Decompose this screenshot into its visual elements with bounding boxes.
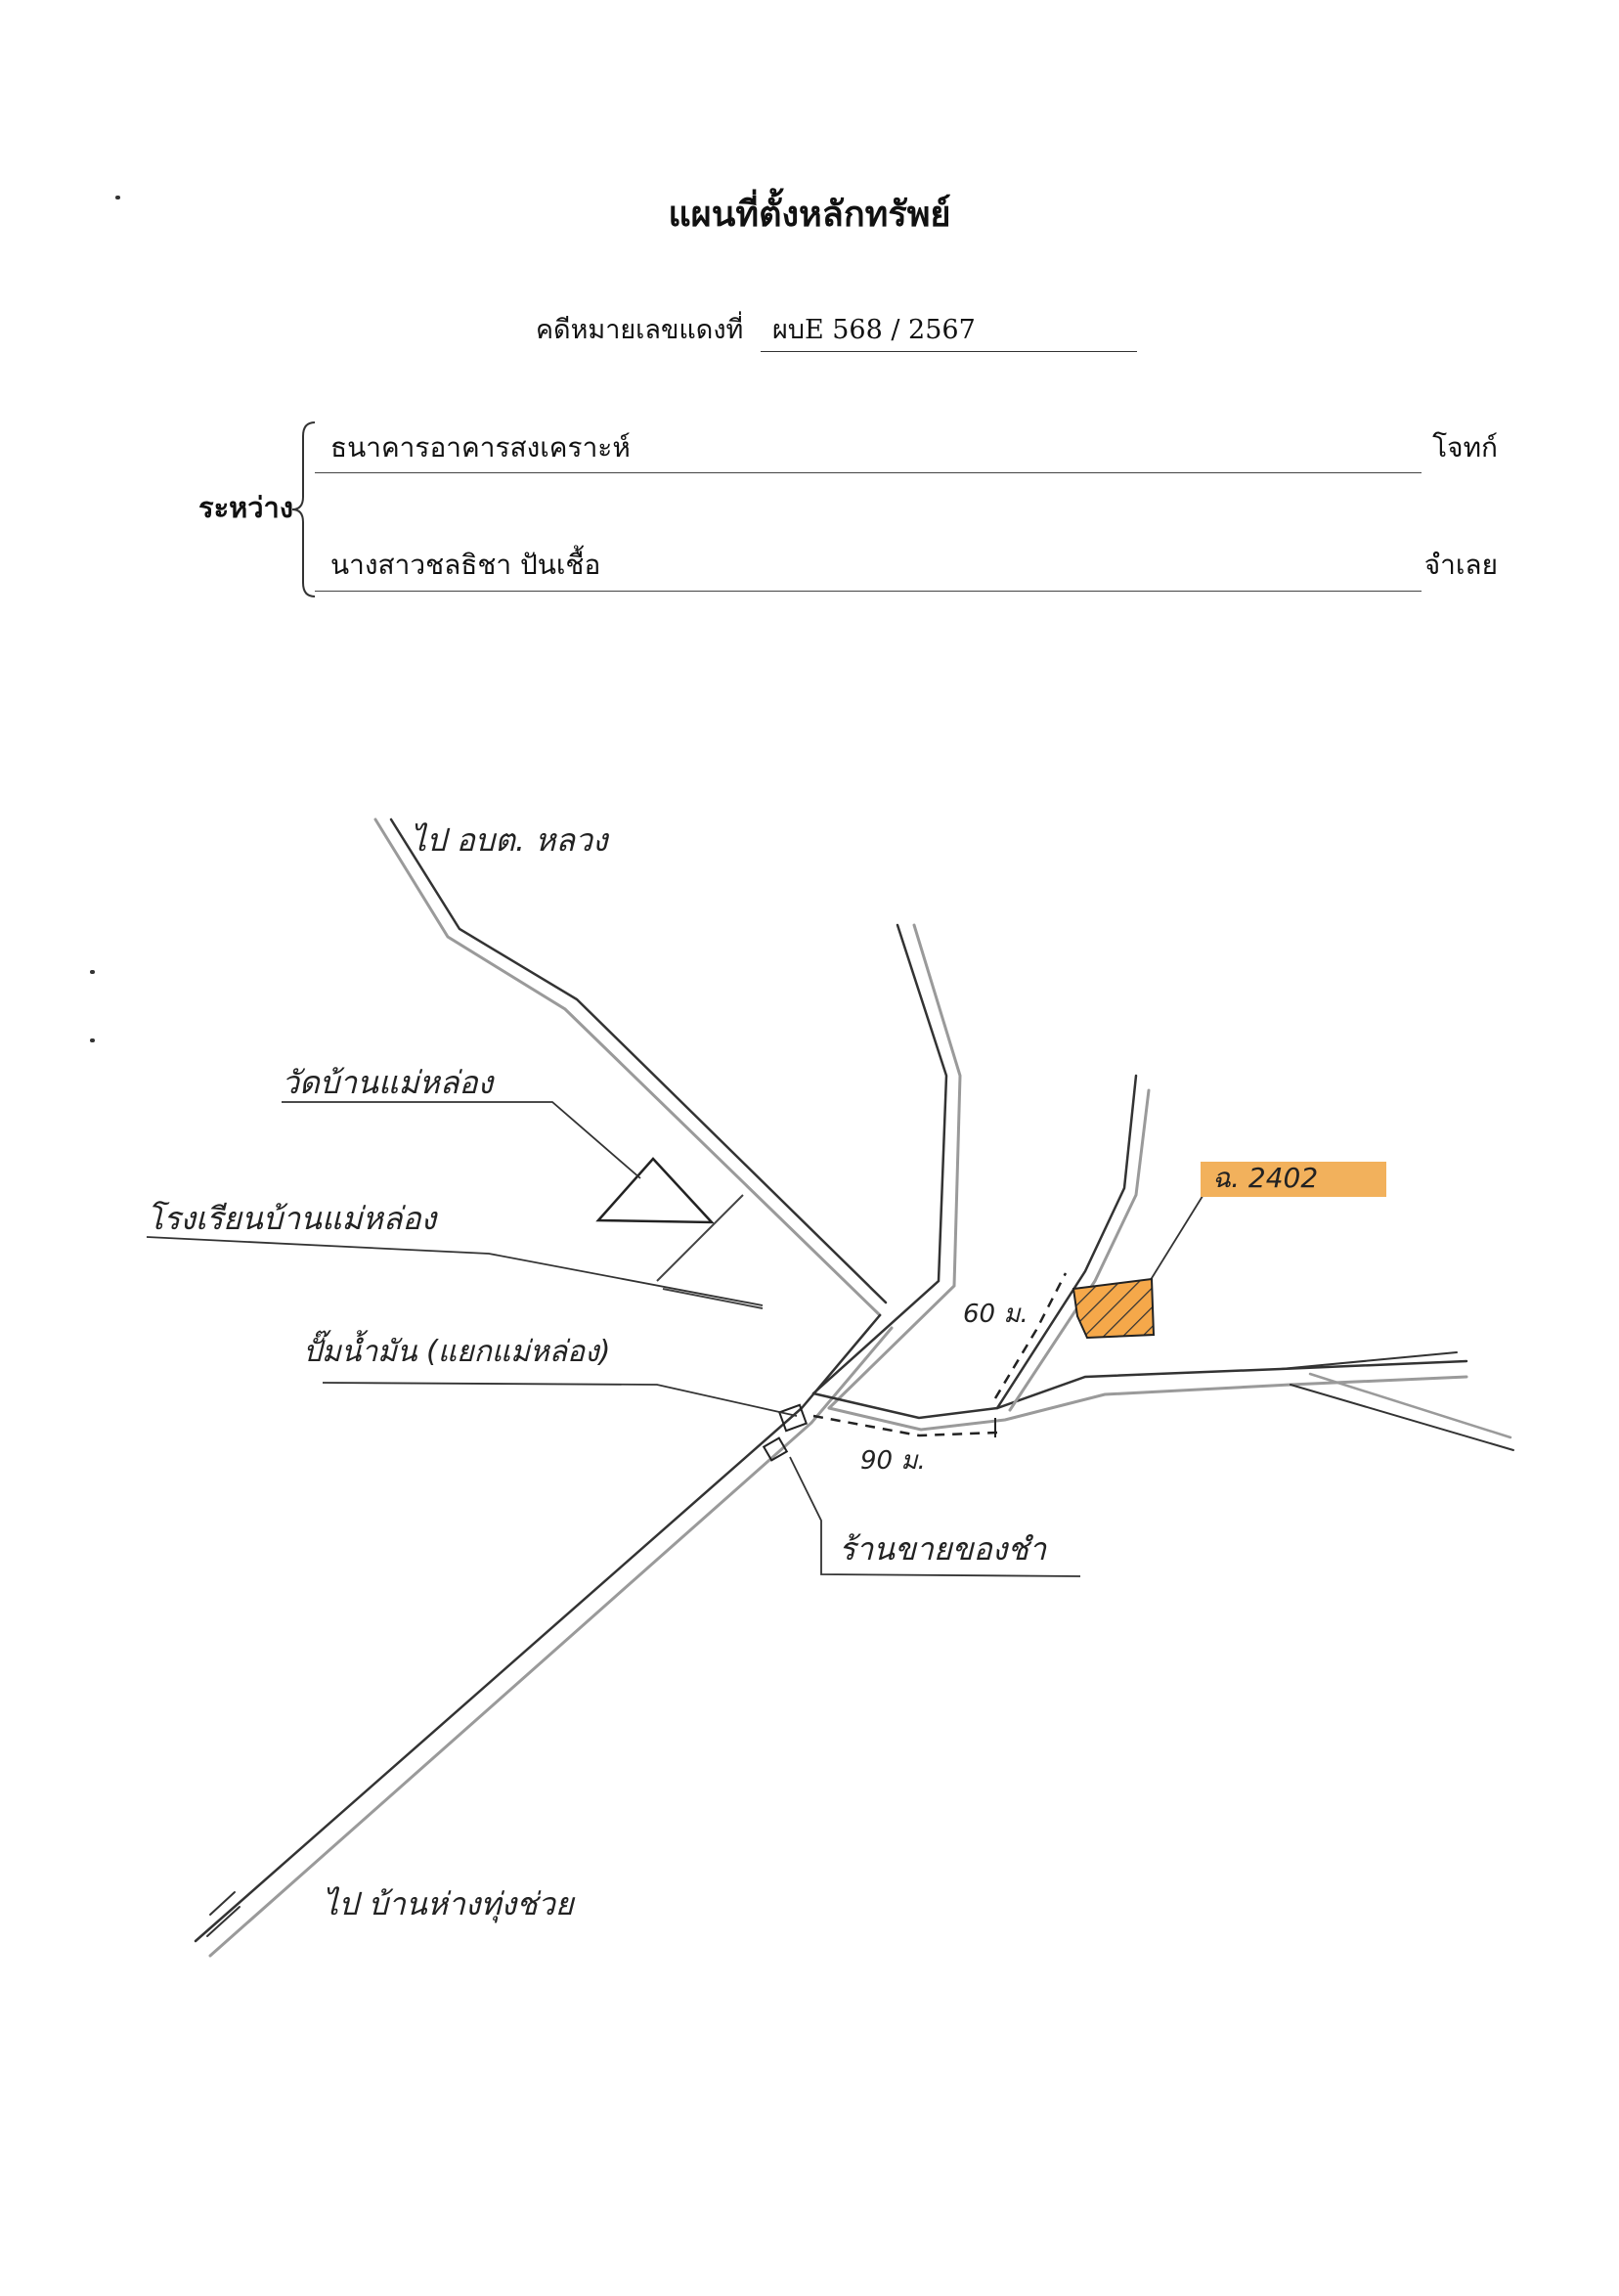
plaintiff-name: ธนาคารอาคารสงเคราะห์: [330, 431, 631, 464]
school-boundary: [662, 1288, 764, 1309]
road-middle: [811, 923, 962, 1410]
label-distance-plot: 60 ม.: [963, 1300, 1028, 1329]
road-east: [811, 1351, 1514, 1451]
defendant-name: นางสาวชลธิชา ปันเชื้อ: [330, 549, 601, 581]
road-to-plot: [995, 1074, 1151, 1412]
label-distance-road: 90 ม.: [860, 1446, 926, 1476]
distance-dashes: [812, 1272, 1068, 1437]
scan-speck: [90, 970, 95, 974]
road-main: [194, 1313, 894, 1958]
brace-icon: [291, 421, 316, 597]
plaintiff-underline: [315, 472, 1422, 473]
school-boundary: [656, 1194, 744, 1282]
label-school: โรงเรียนบ้านแม่หล่อง: [147, 1200, 439, 1237]
document-title: แผนที่ตั้งหลักทรัพย์: [668, 194, 951, 235]
case-number-value: ผบE 568 / 2567: [772, 315, 976, 345]
road-north: [373, 817, 888, 1317]
between-label: ระหว่าง: [198, 491, 293, 524]
label-shop: ร้านขายของชำ: [839, 1530, 1047, 1567]
case-number-label: คดีหมายเลขแดงที่: [536, 315, 744, 345]
label-to-south: ไป บ้านห่างทุ่งช่วย: [323, 1885, 576, 1923]
label-gas-station: ปั๊มน้ำมัน (แยกแม่หล่อง): [303, 1330, 610, 1369]
shop-icon: [762, 1436, 789, 1462]
plaintiff-role: โจทก์: [1432, 431, 1498, 464]
label-plot-tag: ฉ. 2402: [1212, 1162, 1318, 1194]
gas-station-icon: [777, 1403, 809, 1433]
label-to-north: ไป อบต. หลวง: [411, 821, 610, 859]
case-number-underline: [761, 351, 1137, 352]
scan-speck: [90, 1038, 95, 1042]
label-temple: วัดบ้านแม่หล่อง: [282, 1064, 496, 1101]
leader-lines: [146, 1101, 1205, 1577]
defendant-role: จำเลย: [1423, 549, 1498, 581]
scan-speck: [115, 196, 120, 199]
plot-tag-highlight: [1201, 1162, 1386, 1197]
temple-icon: [595, 1157, 715, 1224]
plot-parcel: [1072, 1277, 1156, 1340]
defendant-underline: [315, 591, 1422, 592]
